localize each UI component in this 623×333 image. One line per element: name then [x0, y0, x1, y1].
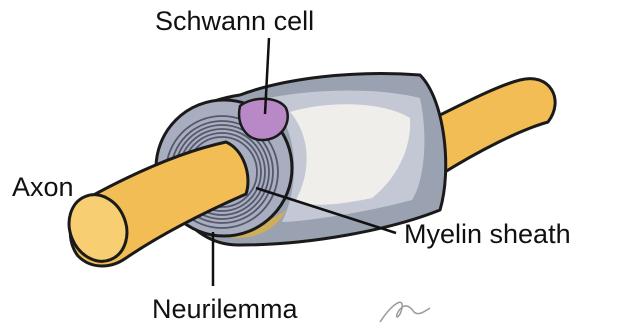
label-neurilemma: Neurilemma	[152, 294, 299, 324]
label-schwann-cell: Schwann cell	[155, 6, 314, 36]
label-axon: Axon	[12, 172, 74, 202]
schwann-nucleus	[239, 99, 288, 140]
axon-right-segment	[430, 79, 555, 175]
label-myelin-sheath: Myelin sheath	[404, 219, 571, 249]
signature-mark	[380, 302, 430, 322]
